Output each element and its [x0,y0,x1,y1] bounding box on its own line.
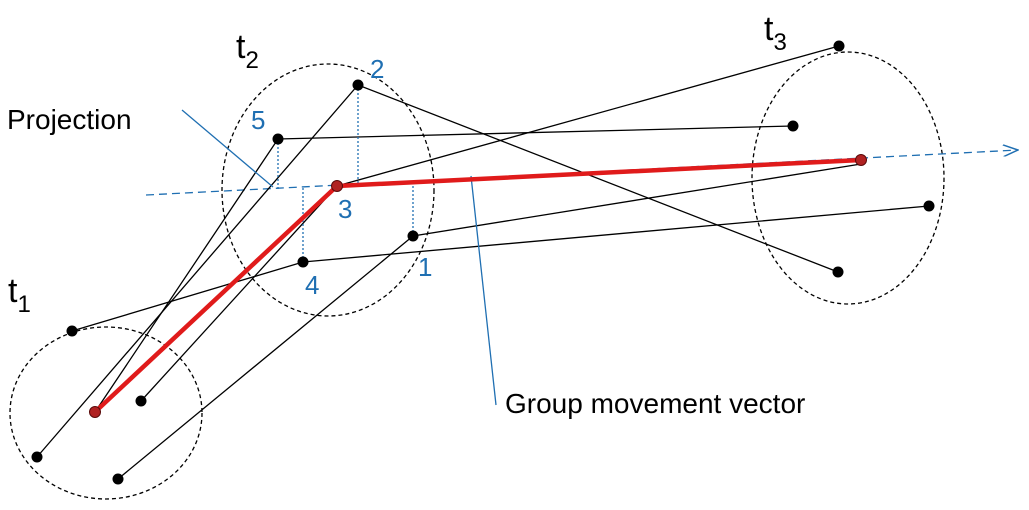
point-label-1: 1 [418,252,432,282]
object-point [297,256,309,268]
cluster-t3 [751,51,945,305]
point-label-5: 5 [251,105,265,135]
object-points [31,40,935,485]
object-point [66,325,78,337]
cluster-t2 [221,63,435,317]
projection-droplines [277,85,414,262]
object-point [31,451,43,463]
object-point [832,266,844,278]
object-point [352,79,364,91]
group-point-t2 [331,180,343,192]
time-label-t2: t2 [236,28,259,74]
group-point-t1 [89,406,101,418]
point-label-2: 2 [370,54,384,84]
object-point [272,133,284,145]
projection-annotation: Projection [7,104,132,135]
group-vector-pointer-line [470,175,497,406]
point-label-4: 4 [305,270,319,300]
object-point [112,473,124,485]
group-vector-annotation: Group movement vector [505,388,805,419]
group-points [89,154,867,418]
group-movement-vector [93,157,862,414]
time-label-t3: t3 [764,10,787,56]
object-point [923,200,935,212]
object-point [135,395,147,407]
object-point [407,230,419,242]
projection-pointer-line [181,109,274,188]
cluster-t1 [9,326,203,500]
time-label-t1: t1 [8,272,31,318]
point-label-3: 3 [338,194,352,224]
object-point [787,120,799,132]
group-point-t3 [855,154,867,166]
object-point [833,40,845,52]
